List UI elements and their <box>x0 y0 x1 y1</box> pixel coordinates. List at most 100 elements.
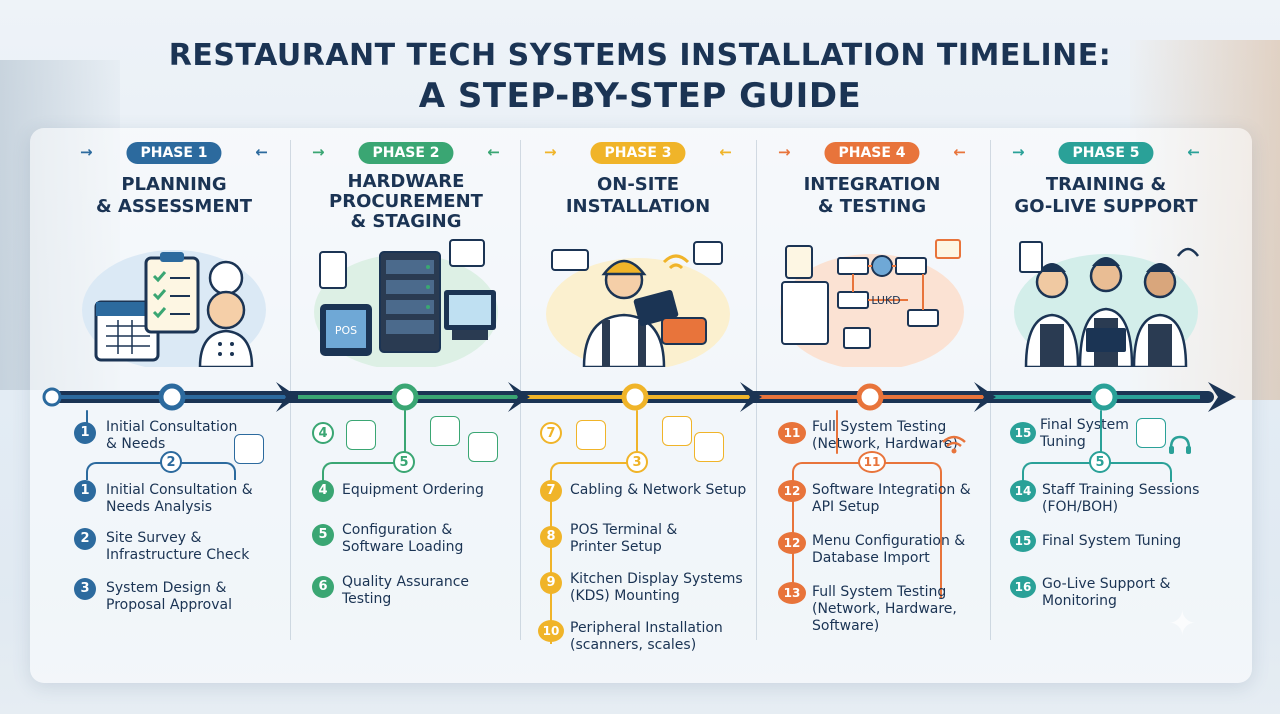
headset-icon <box>1166 432 1194 460</box>
timeline-arrow <box>36 382 1236 412</box>
step-label: POS Terminal & Printer Setup <box>570 522 678 555</box>
phase-1-column: → PHASE 1 ← PLANNING & ASSESSMENT <box>58 132 290 636</box>
integration-flow-icon: LUKD <box>778 232 966 370</box>
technician-tablet-icon <box>544 232 732 370</box>
step-number: 4 <box>312 422 334 444</box>
phase-3-column: → PHASE 3 ← ON-SITE INSTALLATION <box>522 132 754 636</box>
step-number: 3 <box>74 578 96 600</box>
network-icon <box>576 420 606 450</box>
column-divider <box>756 140 757 640</box>
arrow-right-icon: → <box>778 143 791 161</box>
step-number: 4 <box>312 480 334 502</box>
step-number: 7 <box>540 480 562 502</box>
step-number: 11 <box>858 451 886 473</box>
column-divider <box>520 140 521 640</box>
step-label: Quality Assurance Testing <box>342 574 470 607</box>
step-number: 14 <box>1010 480 1036 502</box>
column-divider <box>290 140 291 640</box>
connector-line <box>636 410 638 454</box>
connector-line <box>322 462 406 482</box>
printer-icon <box>694 432 724 462</box>
step-number: 3 <box>626 451 648 473</box>
staff-training-icon <box>1012 232 1200 370</box>
phase-5-title: TRAINING & GO-LIVE SUPPORT <box>1014 174 1198 217</box>
user-icon <box>1136 418 1166 448</box>
svg-text:POS: POS <box>335 324 357 337</box>
step-label: System Design & Proposal Approval <box>106 580 232 613</box>
step-number: 6 <box>312 576 334 598</box>
clipboard-icon <box>234 434 264 464</box>
step-label: Cabling & Network Setup <box>570 482 747 498</box>
phase-2-column: → PHASE 2 ← HARDWARE PROCUREMENT & STAGI… <box>290 132 522 636</box>
arrow-left-icon: ← <box>1187 143 1200 161</box>
step-number: 13 <box>778 582 806 604</box>
main-subtitle: A STEP-BY-STEP GUIDE <box>418 76 862 116</box>
wifi-icon <box>940 430 968 458</box>
step-label: Go-Live Support & Monitoring <box>1042 576 1171 609</box>
arrow-right-icon: → <box>1012 143 1025 161</box>
step-number: 5 <box>1089 451 1111 473</box>
connector-line <box>404 410 406 454</box>
step-label: Configuration & Software Loading <box>342 522 464 555</box>
sparkle-icon: ✦ <box>1168 604 1197 644</box>
step-number: 16 <box>1010 576 1036 598</box>
step-number: 12 <box>778 532 806 554</box>
connector-line <box>836 410 838 454</box>
arrow-left-icon: ← <box>719 143 732 161</box>
step-label: Full System Testing (Network, Hardware, … <box>812 584 957 634</box>
server-icon <box>346 420 376 450</box>
step-number: 2 <box>160 451 182 473</box>
arrow-left-icon: ← <box>487 143 500 161</box>
step-label: Peripheral Installation (scanners, scale… <box>570 620 723 653</box>
step-label: Full System Testing (Network, Hardware) <box>812 419 958 452</box>
step-label: Kitchen Display Systems (KDS) Mounting <box>570 571 743 604</box>
illustration-label: LUKD <box>871 294 900 307</box>
arrow-left-icon: ← <box>255 143 268 161</box>
step-label: Final System Tuning <box>1042 533 1182 549</box>
arrow-right-icon: → <box>312 143 325 161</box>
step-number: 15 <box>1010 422 1036 444</box>
step-label: Site Survey & Infrastructure Check <box>106 530 250 563</box>
phase-4-column: → PHASE 4 ← INTEGRATION & TESTING LUKD <box>756 132 988 636</box>
step-number: 8 <box>540 526 562 548</box>
step-label: Initial Consultation & Needs <box>106 419 238 452</box>
step-label: Menu Configuration & Database Import <box>812 533 966 566</box>
step-number: 7 <box>540 422 562 444</box>
connector-line <box>550 462 638 644</box>
phase-3-title: ON-SITE INSTALLATION <box>565 174 711 217</box>
step-number: 5 <box>393 451 415 473</box>
step-number: 5 <box>312 524 334 546</box>
phase-2-pill: PHASE 2 <box>358 142 454 164</box>
phase-2-title: HARDWARE PROCUREMENT & STAGING <box>329 171 483 232</box>
computer-icon <box>468 432 498 462</box>
connector-line <box>1100 410 1102 454</box>
arrow-left-icon: ← <box>953 143 966 161</box>
step-number: 15 <box>1010 530 1036 552</box>
server-rack-pos-icon: POS <box>312 232 500 370</box>
phase-5-pill: PHASE 5 <box>1058 142 1154 164</box>
step-number: 9 <box>540 572 562 594</box>
phase-3-pill: PHASE 3 <box>590 142 686 164</box>
step-label: Initial Consultation & Needs Analysis <box>106 482 253 515</box>
main-title: RESTAURANT TECH SYSTEMS INSTALLATION TIM… <box>168 38 1112 73</box>
step-label: Final System Tuning <box>1040 417 1129 450</box>
phase-4-pill: PHASE 4 <box>824 142 920 164</box>
phase-4-title: INTEGRATION & TESTING <box>803 174 941 217</box>
monitor-icon <box>430 416 460 446</box>
step-number: 1 <box>74 422 96 444</box>
step-label: Equipment Ordering <box>342 482 484 498</box>
arrow-right-icon: → <box>80 143 93 161</box>
step-label: Software Integration & API Setup <box>812 482 971 515</box>
step-label: Staff Training Sessions (FOH/BOH) <box>1042 482 1200 515</box>
step-number: 2 <box>74 528 96 550</box>
phase-1-title: PLANNING & ASSESSMENT <box>96 174 252 217</box>
step-number: 10 <box>538 620 564 642</box>
step-number: 11 <box>778 422 806 444</box>
column-divider <box>990 140 991 640</box>
arrow-right-icon: → <box>544 143 557 161</box>
step-number: 1 <box>74 480 96 502</box>
calendar-clipboard-chef-icon <box>80 232 268 370</box>
step-number: 12 <box>778 480 806 502</box>
phase-5-column: → PHASE 5 ← TRAINING & GO-LIVE SUPPORT <box>990 132 1222 636</box>
wifi-icon <box>662 416 692 446</box>
